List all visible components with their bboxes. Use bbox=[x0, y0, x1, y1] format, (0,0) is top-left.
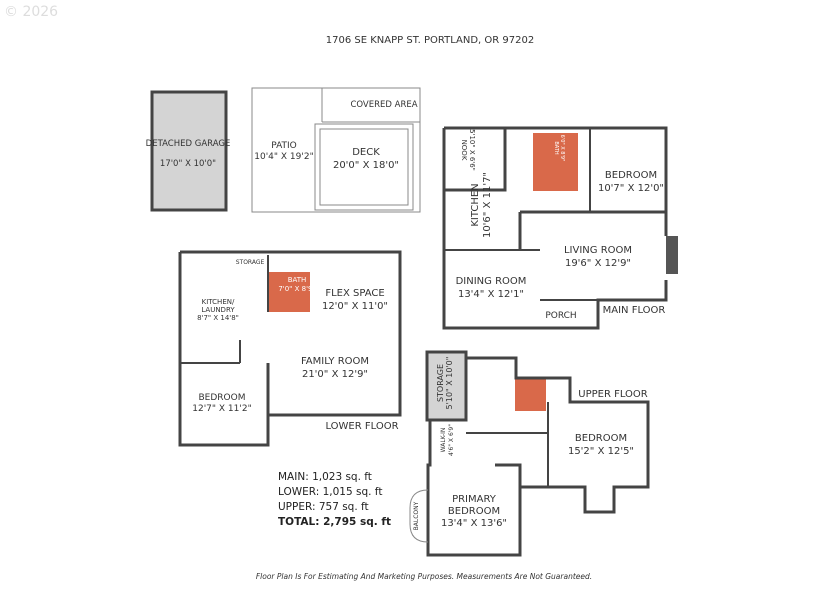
total-sqft-value: TOTAL: 2,795 sq. ft bbox=[278, 516, 391, 528]
patio-outline bbox=[251, 87, 421, 213]
primary-bedroom-dims: 13'4" X 13'6" bbox=[441, 518, 507, 529]
deck-label: DECK bbox=[352, 147, 380, 158]
laundry-label: LAUNDRY bbox=[201, 306, 235, 314]
garage bbox=[150, 90, 228, 212]
kitchen-label: KITCHEN bbox=[470, 183, 481, 226]
flex-space-dims: 12'0" X 11'0" bbox=[322, 301, 388, 312]
living-room-dims: 19'6" X 12'9" bbox=[565, 258, 631, 269]
bath-dims: 6'0" X 8'9" bbox=[559, 135, 565, 162]
lower-floor: STORAGE BATH 7'0" X 8'9" KITCHEN/ LAUNDR… bbox=[178, 250, 402, 447]
living-room-label: LIVING ROOM bbox=[564, 245, 632, 256]
kitchen-dims: 10'6" X 11'7" bbox=[482, 172, 493, 238]
bedroom-label: BEDROOM bbox=[575, 433, 627, 444]
garage-label: DETACHED GARAGE bbox=[146, 139, 231, 149]
kitchen-dims: 8'7" X 14'8" bbox=[197, 314, 239, 322]
flex-space-label: FLEX SPACE bbox=[325, 288, 384, 299]
storage-label: STORAGE bbox=[236, 259, 265, 266]
family-room-dims: 21'0" X 12'9" bbox=[302, 369, 368, 380]
walkin-dims: 4'6" X 6'9" bbox=[448, 424, 455, 456]
nook-label: NOOK bbox=[460, 140, 468, 161]
storage-label: STORAGE bbox=[436, 364, 445, 402]
upper-floor-label: UPPER FLOOR bbox=[578, 389, 648, 400]
nook-dims: 5'10" X 6'6" bbox=[468, 129, 476, 171]
square-footage-summary: MAIN: 1,023 sq. ft LOWER: 1,015 sq. ft U… bbox=[278, 470, 391, 530]
upper-floor: STORAGE 5'10" X 10'0" WALK-IN 4'6" X 6'9… bbox=[409, 350, 650, 557]
upper-sqft: UPPER: 757 sq. ft bbox=[278, 501, 369, 513]
main-floor-label: MAIN FLOOR bbox=[603, 305, 666, 316]
bath-label: BATH bbox=[288, 276, 307, 284]
bath-label: BATH bbox=[553, 141, 559, 155]
storage-dims: 5'10" X 10'0" bbox=[445, 357, 454, 410]
bedroom-dims: 15'2" X 12'5" bbox=[568, 446, 634, 457]
lower-floor-label: LOWER FLOOR bbox=[325, 421, 398, 432]
address: 1706 SE KNAPP ST. PORTLAND, OR 97202 bbox=[326, 35, 534, 46]
bedroom-dims: 10'7" X 12'0" bbox=[598, 183, 664, 194]
kitchen-label: KITCHEN/ bbox=[202, 298, 235, 306]
bedroom-dims: 12'7" X 11'2" bbox=[192, 404, 251, 414]
covered-area-label: COVERED AREA bbox=[350, 100, 417, 110]
total-sqft: TOTAL: 2,795 sq. ft bbox=[278, 515, 391, 530]
deck-dims: 20'0" X 18'0" bbox=[333, 160, 399, 171]
family-room-label: FAMILY ROOM bbox=[301, 356, 369, 367]
bath-dims: 7'0" X 8'9" bbox=[278, 285, 315, 293]
copyright: © 2026 bbox=[4, 4, 58, 20]
porch-label: PORCH bbox=[545, 311, 576, 321]
main-floor: NOOK 5'10" X 6'6" KITCHEN 10'6" X 11'7" … bbox=[442, 126, 678, 330]
balcony-label: BALCONY bbox=[413, 501, 420, 530]
bedroom-label: BEDROOM bbox=[199, 393, 246, 403]
lower-sqft: LOWER: 1,015 sq. ft bbox=[278, 486, 383, 498]
patio-label: PATIO bbox=[271, 141, 297, 151]
main-sqft: MAIN: 1,023 sq. ft bbox=[278, 471, 372, 483]
patio-dims: 10'4" X 19'2" bbox=[254, 152, 313, 162]
dining-room-label: DINING ROOM bbox=[456, 276, 527, 287]
primary-bedroom-label-2: BEDROOM bbox=[448, 506, 500, 517]
dining-room-dims: 13'4" X 12'1" bbox=[458, 289, 524, 300]
garage-dims: 17'0" X 10'0" bbox=[160, 159, 216, 169]
bedroom-label: BEDROOM bbox=[605, 170, 657, 181]
walkin-label: WALK-IN bbox=[440, 428, 447, 453]
disclaimer: Floor Plan Is For Estimating And Marketi… bbox=[256, 572, 592, 581]
deck bbox=[314, 123, 414, 211]
primary-bedroom-label: PRIMARY bbox=[452, 494, 497, 505]
